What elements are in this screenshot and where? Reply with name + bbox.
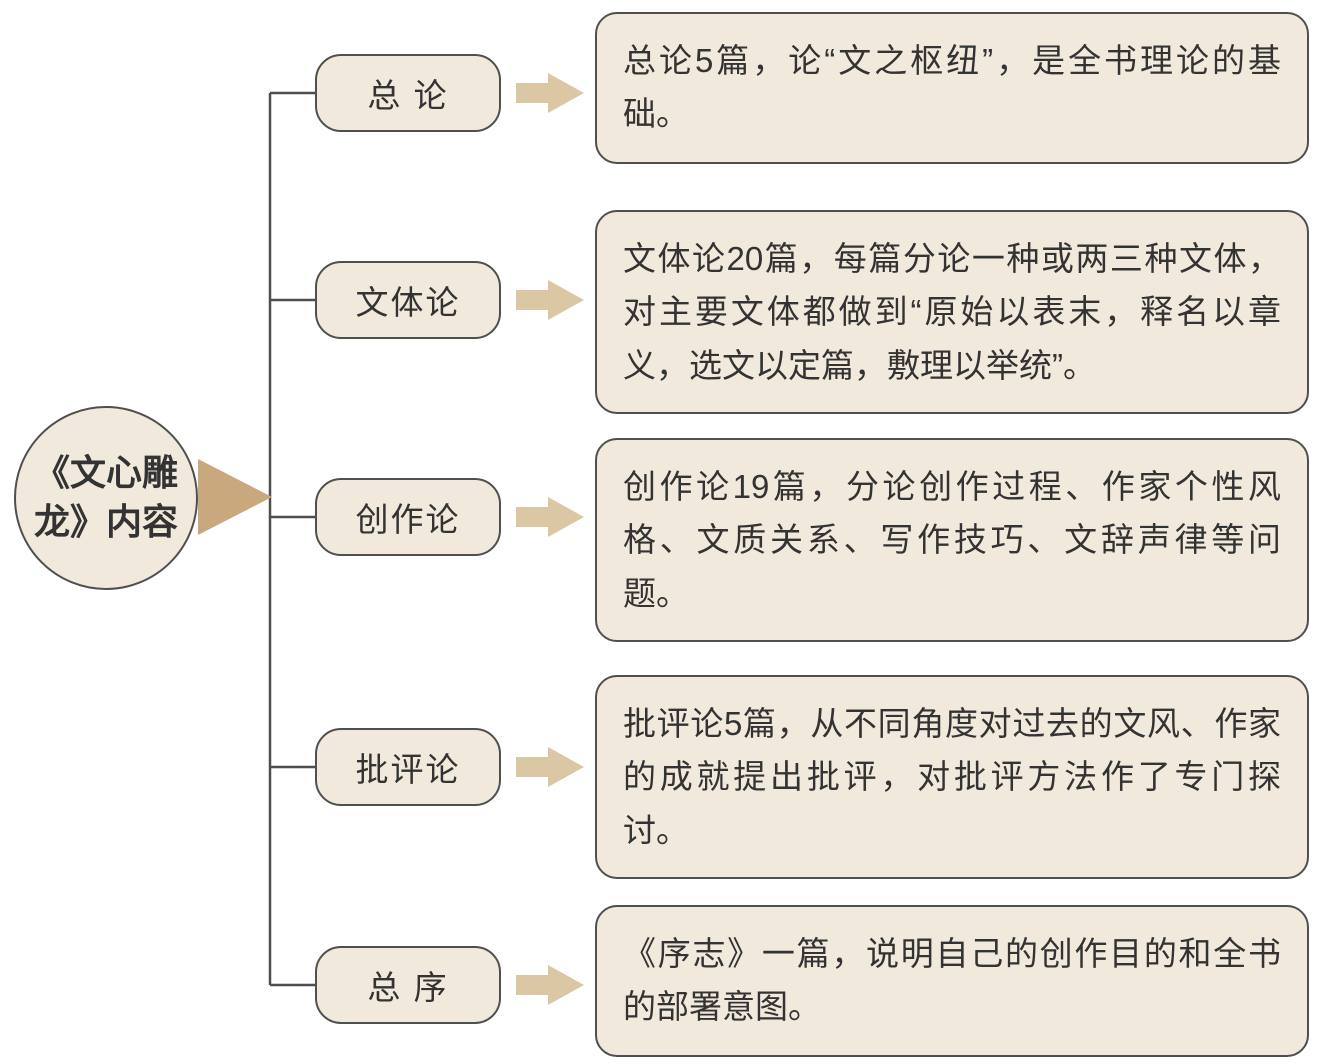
branch-node-zonglun: 总 论: [315, 54, 501, 132]
branch-connector-lines: [268, 91, 315, 987]
flow-arrow-icon: [516, 280, 584, 320]
branch-node-wentilun: 文体论: [315, 261, 501, 339]
flow-arrow-icon: [516, 73, 584, 113]
branch-description-pipinglun: 批评论5篇，从不同角度对过去的文风、作家的成就提出批评，对批评方法作了专门探讨。: [595, 675, 1309, 880]
branch-node-zongxu: 总 序: [315, 946, 501, 1024]
branch-description-text: 批评论5篇，从不同角度对过去的文风、作家的成就提出批评，对批评方法作了专门探讨。: [623, 705, 1281, 849]
flow-arrow-icon: [516, 497, 584, 537]
flow-arrow-icon: [516, 965, 584, 1005]
flow-arrow-icon: [516, 747, 584, 787]
root-node-label: 《文心雕龙》内容: [33, 452, 178, 542]
branch-description-chuangzuolun: 创作论19篇，分论创作过程、作家个性风格、文质关系、写作技巧、文辞声律等问题。: [595, 438, 1309, 643]
branch-description-wentilun: 文体论20篇，每篇分论一种或两三种文体，对主要文体都做到“原始以表末，释名以章义…: [595, 210, 1309, 415]
branch-node-label: 总 论: [367, 77, 449, 114]
root-node: 《文心雕龙》内容: [14, 406, 198, 590]
branch-description-zongxu: 《序志》一篇，说明自己的创作目的和全书的部署意图。: [595, 905, 1309, 1057]
branch-node-label: 文体论: [355, 284, 461, 321]
branch-node-label: 批评论: [355, 751, 461, 788]
branch-description-text: 创作论19篇，分论创作过程、作家个性风格、文质关系、写作技巧、文辞声律等问题。: [623, 468, 1281, 612]
branch-description-zonglun: 总论5篇，论“文之枢纽”，是全书理论的基础。: [595, 12, 1309, 164]
branch-description-text: 总论5篇，论“文之枢纽”，是全书理论的基础。: [623, 42, 1281, 133]
branch-node-chuangzuolun: 创作论: [315, 478, 501, 556]
branch-node-label: 创作论: [355, 501, 461, 538]
root-arrow-icon: [198, 459, 272, 535]
branch-node-pipinglun: 批评论: [315, 728, 501, 806]
branch-description-text: 《序志》一篇，说明自己的创作目的和全书的部署意图。: [623, 935, 1281, 1026]
branch-description-text: 文体论20篇，每篇分论一种或两三种文体，对主要文体都做到“原始以表末，释名以章义…: [623, 240, 1281, 384]
branch-node-label: 总 序: [367, 969, 449, 1006]
